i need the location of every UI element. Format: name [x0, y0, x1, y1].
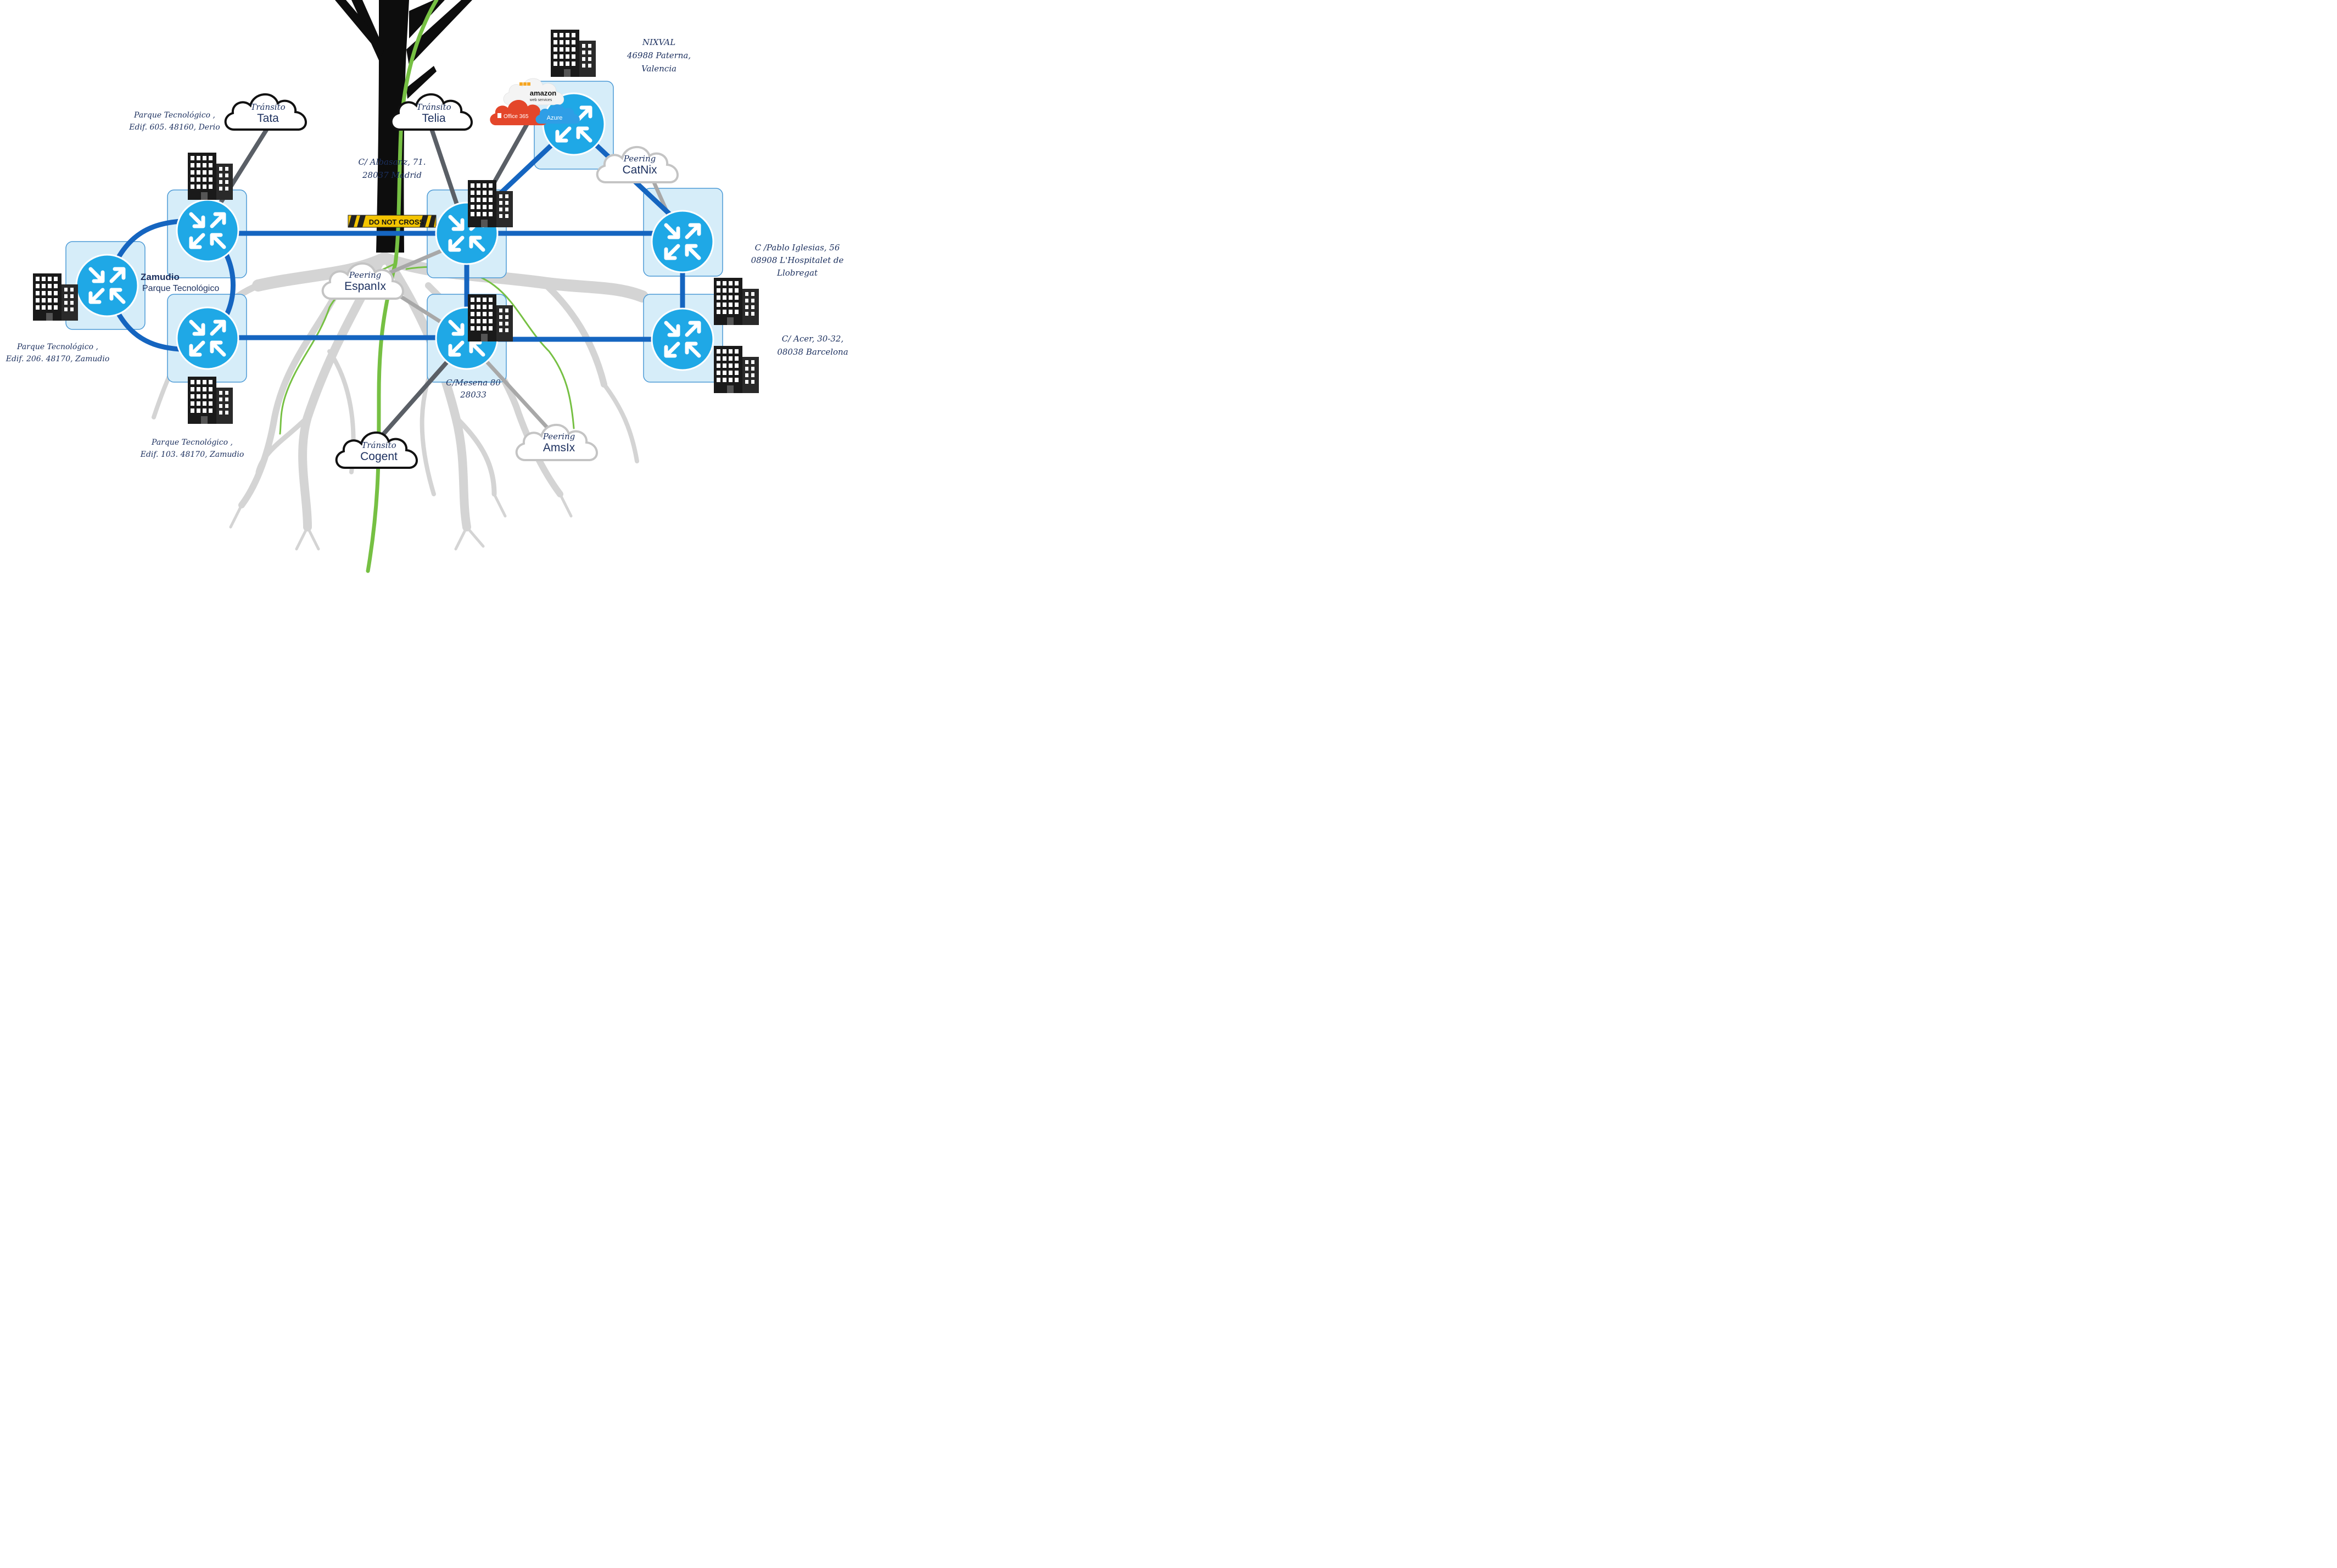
cloud-kind: Tránsito [250, 102, 285, 112]
cloud-name: Telia [422, 112, 446, 125]
address-line: Parque Tecnológico , [16, 343, 98, 351]
zamudio-title: Zamudio [141, 272, 180, 282]
address-line: 28037 Madrid [362, 170, 422, 180]
cloud-kind: Tránsito [416, 102, 451, 112]
cloud-espanix: Peering EspanIx [321, 262, 404, 300]
address-line: 28033 [460, 390, 487, 400]
network-diagram: DO NOT CROSS Tránsito Tata Tránsito Teli… [5, 0, 848, 573]
address-line: 08908 L'Hospitalet de [751, 255, 844, 265]
address-line: Parque Tecnológico , [133, 111, 215, 120]
azure-label: Azure [547, 115, 563, 121]
address-line: Parque Tecnológico , [151, 438, 233, 447]
address-line: 46988 Paterna, [627, 51, 691, 60]
zamudio-subtitle: Parque Tecnológico [142, 284, 219, 293]
router-hospitalet [652, 211, 713, 272]
aws-cubes-icon [519, 82, 530, 86]
address-line: Valencia [641, 64, 677, 74]
cloud-kind: Peering [543, 432, 575, 441]
address-line: Llobregat [776, 268, 818, 278]
address-line: C/ Acer, 30-32, [782, 334, 843, 344]
aws-sublabel: web services [529, 98, 552, 102]
building-icon [188, 153, 233, 200]
cloud-catnix: Peering CatNix [596, 145, 679, 183]
site-label-albasanz: C/ Albasanz, 71. 28037 Madrid [358, 157, 426, 180]
site-label-nixval: NIXVAL 46988 Paterna, Valencia [627, 37, 691, 74]
building-icon [188, 377, 233, 424]
site-label-mesena: C/Mesena 80 28033 [446, 378, 501, 400]
address-line: C/ Albasanz, 71. [358, 157, 426, 167]
cloud-telia: Tránsito Telia [390, 93, 473, 131]
address-line: NIXVAL [642, 37, 675, 47]
router-derio [177, 200, 238, 261]
cloud-kind: Peering [623, 154, 656, 164]
cloud-name: Tata [257, 112, 279, 125]
cloud-name: AmsIx [543, 441, 575, 454]
router-zamudio-103 [177, 307, 238, 369]
router-barcelona [652, 309, 713, 370]
do-not-cross-tape: DO NOT CROSS [348, 215, 437, 228]
building-icon [551, 30, 596, 77]
building-icon [714, 346, 759, 393]
router-zamudio [76, 255, 138, 316]
office365-label: Office 365 [504, 114, 529, 120]
site-label-acer: C/ Acer, 30-32, 08038 Barcelona [777, 334, 848, 357]
address-line: C/Mesena 80 [446, 378, 501, 388]
cloud-amsix: Peering AmsIx [515, 423, 598, 461]
address-line: 08038 Barcelona [777, 347, 848, 357]
cloud-tata: Tránsito Tata [224, 93, 307, 131]
cloud-cogent: Tránsito Cogent [335, 431, 418, 469]
office-icon [497, 113, 501, 118]
site-label-zamudio-103: Parque Tecnológico , Edif. 103. 48170, Z… [140, 438, 244, 459]
office365-logo: Office 365 [490, 99, 548, 126]
address-line: Edif. 605. 48160, Derio [128, 123, 220, 132]
site-label-zamudio-206: Parque Tecnológico , Edif. 206. 48170, Z… [5, 343, 110, 363]
address-line: Edif. 206. 48170, Zamudio [5, 355, 110, 363]
cloud-kind: Peering [349, 270, 381, 280]
tape-label: DO NOT CROSS [369, 218, 424, 226]
building-icon [714, 278, 759, 325]
site-label-pablo-iglesias: C /Pablo Iglesias, 56 08908 L'Hospitalet… [751, 243, 844, 278]
aws-logo: amazon web services [503, 78, 564, 105]
aws-label: amazon [530, 89, 556, 97]
azure-logo: Azure [535, 104, 580, 124]
cloud-name: Cogent [360, 450, 398, 463]
cloud-kind: Tránsito [361, 440, 396, 450]
site-label-derio: Parque Tecnológico , Edif. 605. 48160, D… [128, 111, 220, 132]
cloud-name: EspanIx [344, 280, 386, 293]
address-line: Edif. 103. 48170, Zamudio [140, 450, 244, 459]
address-line: C /Pablo Iglesias, 56 [755, 243, 840, 253]
zamudio-hub-label: Zamudio Parque Tecnológico [141, 272, 219, 293]
cloud-name: CatNix [622, 164, 657, 176]
